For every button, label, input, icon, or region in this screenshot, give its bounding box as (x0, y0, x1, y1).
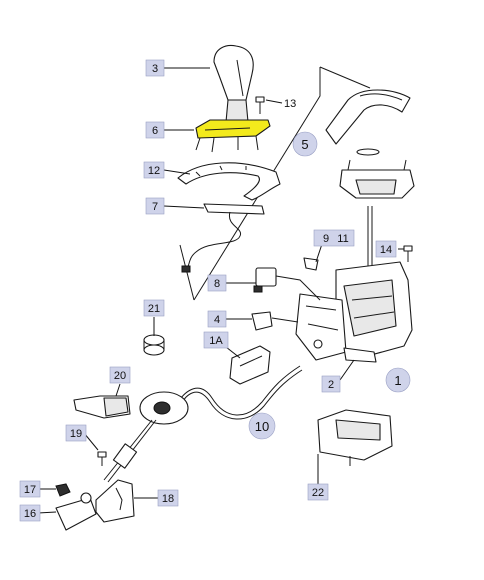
shift-lock-solenoid (253, 267, 321, 301)
indicator-light-wiring (181, 203, 265, 273)
svg-text:3: 3 (152, 63, 158, 75)
leader-lines (37, 67, 404, 514)
svg-text:11: 11 (337, 233, 348, 245)
label-21: 21 (143, 299, 165, 317)
label-16: 16 (19, 504, 41, 522)
label-4: 4 (207, 310, 227, 328)
label-12: 12 (143, 161, 165, 179)
upper-housing (339, 159, 415, 199)
screw-13 (255, 96, 265, 114)
gate-cover-highlighted (195, 119, 271, 153)
svg-text:8: 8 (214, 278, 220, 290)
label-5: 5 (292, 131, 318, 157)
svg-text:4: 4 (214, 314, 220, 326)
label-20: 20 (109, 366, 131, 384)
svg-text:10: 10 (255, 419, 269, 434)
selector-housing (317, 409, 393, 466)
switch-bracket (251, 311, 299, 331)
svg-text:9: 9 (323, 233, 329, 245)
bolt-19 (97, 451, 107, 466)
svg-text:22: 22 (312, 487, 324, 499)
svg-text:2: 2 (328, 379, 334, 391)
label-1a: 1A (203, 331, 229, 349)
label-7: 7 (145, 197, 165, 215)
label-13: 13 (284, 98, 296, 110)
label-6: 6 (145, 121, 165, 139)
nut-17 (55, 483, 71, 497)
shift-boot-cover (325, 89, 411, 145)
label-14: 14 (375, 240, 397, 258)
svg-text:14: 14 (380, 244, 392, 256)
svg-text:20: 20 (114, 370, 126, 382)
label-2: 2 (321, 375, 341, 393)
svg-text:18: 18 (162, 493, 174, 505)
svg-text:7: 7 (152, 201, 158, 213)
svg-text:13: 13 (284, 98, 296, 110)
svg-text:1A: 1A (209, 335, 223, 347)
svg-text:1: 1 (394, 373, 401, 388)
svg-text:19: 19 (70, 428, 82, 440)
control-module (229, 345, 271, 385)
clip-9-11 (303, 257, 319, 271)
shift-knob (213, 44, 254, 123)
svg-text:6: 6 (152, 125, 158, 137)
label-17: 17 (19, 480, 41, 498)
label-1: 1 (385, 367, 411, 393)
screw-14 (403, 245, 413, 262)
label-19: 19 (65, 424, 87, 442)
svg-text:17: 17 (24, 484, 36, 496)
mounting-bracket (95, 479, 135, 523)
shift-cable (103, 365, 303, 483)
svg-text:16: 16 (24, 508, 36, 520)
label-8: 8 (207, 274, 227, 292)
shifter-main-housing (295, 206, 413, 363)
label-9-11: 9 11 (313, 229, 355, 247)
label-3: 3 (145, 59, 165, 77)
label-22: 22 (307, 483, 329, 501)
cable-bushing (143, 334, 165, 356)
label-18: 18 (157, 489, 179, 507)
boot-clip (356, 148, 380, 156)
indicator-trim (177, 162, 281, 201)
svg-text:5: 5 (301, 137, 308, 152)
cable-bracket (73, 395, 131, 419)
svg-text:12: 12 (148, 165, 160, 177)
selector-lever (55, 492, 97, 531)
label-10: 10 (248, 412, 276, 440)
svg-text:21: 21 (148, 303, 160, 315)
